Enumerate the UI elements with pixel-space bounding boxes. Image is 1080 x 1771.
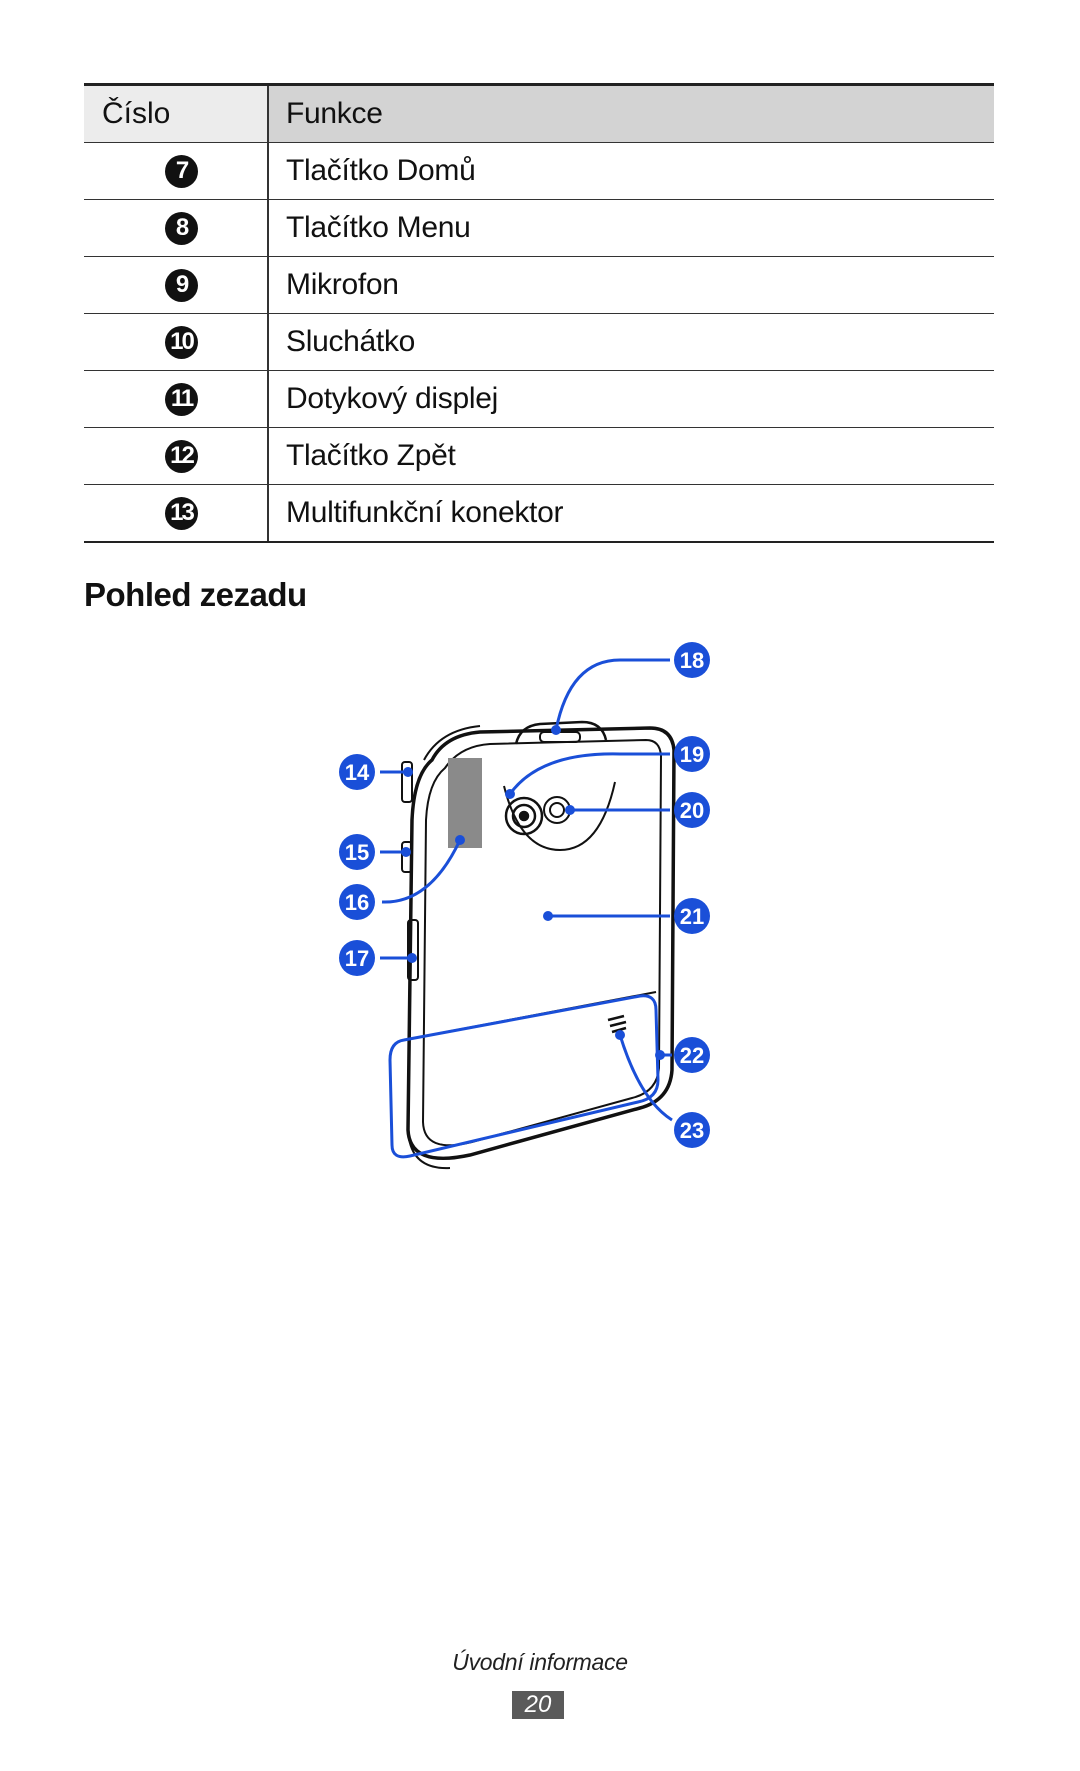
section-title: Pohled zezadu: [84, 576, 307, 613]
function-cell: Tlačítko Menu: [286, 211, 471, 244]
svg-text:18: 18: [680, 648, 704, 673]
callout-17: 17: [339, 940, 375, 976]
table-row: 13 Multifunkční konektor: [84, 485, 994, 541]
function-cell: Multifunkční konektor: [286, 496, 564, 529]
callout-20: 20: [674, 792, 710, 828]
table-row: 7 Tlačítko Domů: [84, 143, 994, 200]
antenna-area: [448, 758, 482, 848]
table-header-row: Číslo Funkce: [84, 86, 994, 143]
callout-19: 19: [674, 736, 710, 772]
svg-text:20: 20: [680, 798, 704, 823]
header-function: Funkce: [286, 97, 383, 130]
function-cell: Tlačítko Zpět: [286, 439, 456, 472]
svg-text:19: 19: [680, 742, 704, 767]
function-cell: Mikrofon: [286, 268, 399, 301]
svg-text:23: 23: [680, 1118, 704, 1143]
svg-text:16: 16: [345, 890, 369, 915]
callout-14: 14: [339, 754, 375, 790]
svg-text:15: 15: [345, 840, 369, 865]
svg-text:17: 17: [345, 946, 369, 971]
number-badge: 10: [165, 325, 198, 359]
callout-18: 18: [674, 642, 710, 678]
table-row: 12 Tlačítko Zpět: [84, 428, 994, 485]
footer-section-title: Úvodní informace: [452, 1649, 628, 1675]
table-row: 10 Sluchátko: [84, 314, 994, 371]
table-row: 9 Mikrofon: [84, 257, 994, 314]
phone-back-diagram: 14 15 16 17 18 19 20 21 22 23: [339, 642, 710, 1170]
parts-table: Číslo Funkce 7 Tlačítko Domů 8 Tlačítko …: [84, 83, 994, 543]
callout-dots: [401, 725, 665, 1060]
callout-15: 15: [339, 834, 375, 870]
svg-text:21: 21: [680, 904, 704, 929]
callout-16: 16: [339, 884, 375, 920]
function-cell: Tlačítko Domů: [286, 154, 476, 187]
phone-outline: [401, 720, 676, 1170]
table-row: 8 Tlačítko Menu: [84, 200, 994, 257]
number-badge: 7: [165, 154, 198, 188]
camera-lens: [504, 796, 544, 836]
number-badge: 12: [165, 439, 198, 473]
header-number: Číslo: [84, 86, 269, 142]
number-badge: 8: [165, 211, 198, 245]
svg-text:14: 14: [345, 760, 370, 785]
function-cell: Dotykový displej: [286, 382, 498, 415]
callout-23: 23: [674, 1112, 710, 1148]
function-cell: Sluchátko: [286, 325, 416, 358]
number-badge: 11: [165, 382, 198, 416]
callout-21: 21: [674, 898, 710, 934]
callout-22: 22: [674, 1037, 710, 1073]
number-badge: 13: [165, 496, 198, 530]
svg-text:22: 22: [680, 1043, 704, 1068]
page-number: 20: [512, 1691, 564, 1719]
table-row: 11 Dotykový displej: [84, 371, 994, 428]
number-badge: 9: [165, 268, 198, 302]
